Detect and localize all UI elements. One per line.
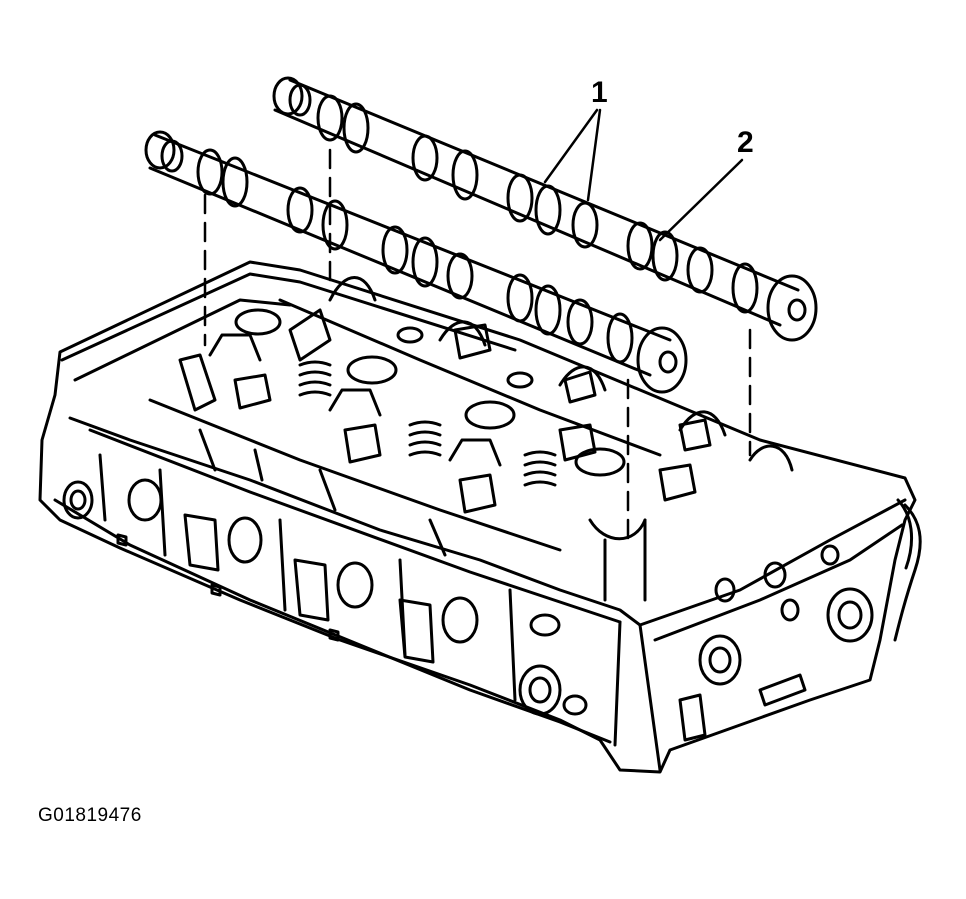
leader-1a: [543, 108, 599, 184]
cylinder-head-outline: [38, 260, 917, 774]
figure-id: G01819476: [38, 805, 142, 826]
cylinder-head: [38, 260, 922, 774]
callout-label-2: 2: [737, 126, 754, 159]
alignment-guides: [203, 148, 752, 542]
leader-lines: [543, 108, 744, 242]
valve-springs: [298, 360, 557, 487]
camshaft-front: [144, 130, 688, 394]
callout-label-1: 1: [591, 76, 608, 109]
leader-2: [658, 158, 744, 242]
leader-1b: [586, 108, 602, 202]
camshaft-rear: [272, 76, 818, 342]
